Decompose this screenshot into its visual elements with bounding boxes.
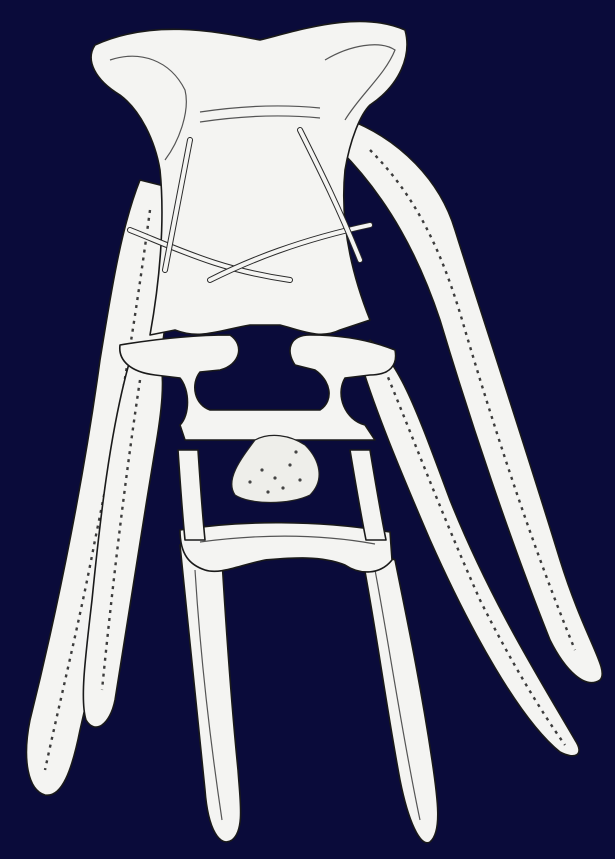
lower-crossbar xyxy=(180,523,392,572)
lower-left-leg xyxy=(180,545,241,842)
stippled-organ xyxy=(232,435,319,502)
inner-left-hanging-leg xyxy=(178,450,205,540)
lower-right-leg xyxy=(360,545,438,843)
